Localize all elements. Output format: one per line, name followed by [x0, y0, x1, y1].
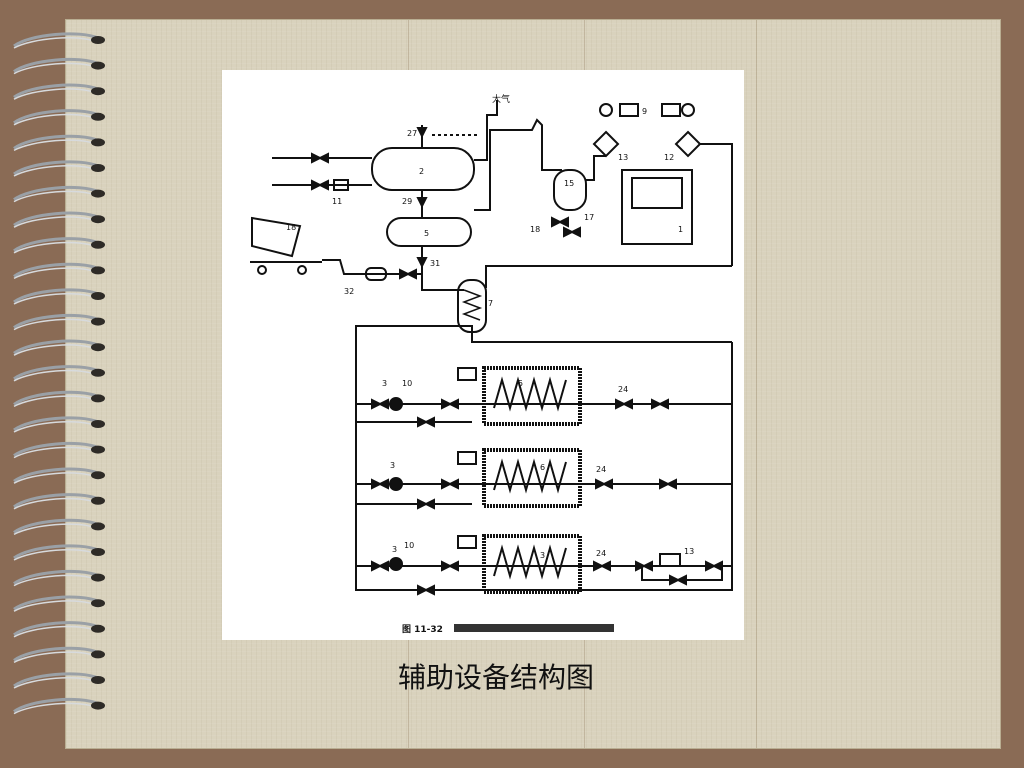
binding-ring [13, 58, 105, 75]
binding-ring [13, 544, 105, 561]
spiral-binding [13, 32, 105, 715]
schematic-figure: 大气 11 2 27 29 5 15 18 17 [222, 70, 744, 640]
binding-ring [13, 595, 105, 612]
binding-ring [13, 570, 105, 587]
svg-text:24: 24 [596, 465, 606, 474]
oil-separator [553, 169, 587, 211]
svg-text:27: 27 [407, 129, 417, 138]
svg-text:6: 6 [540, 463, 545, 472]
binding-ring [13, 32, 105, 49]
svg-text:5: 5 [424, 229, 429, 238]
evaporator-branch-3: 3 3 10 24 13 [356, 534, 732, 596]
binding-ring [13, 365, 105, 382]
svg-text:9: 9 [642, 107, 647, 116]
svg-text:5: 5 [518, 379, 523, 388]
binding-ring [13, 211, 105, 228]
svg-text:3: 3 [390, 461, 395, 470]
refrigerant-cylinder-cart [251, 216, 302, 258]
svg-text:10: 10 [402, 379, 412, 388]
page-fold-line [756, 20, 757, 748]
svg-text:3: 3 [392, 545, 397, 554]
svg-text:10: 10 [404, 541, 414, 550]
intercooler-vessel [386, 217, 472, 247]
binding-ring [13, 698, 105, 715]
svg-text:29: 29 [402, 197, 412, 206]
svg-text:18: 18 [530, 225, 540, 234]
binding-ring [13, 621, 105, 638]
binding-ring [13, 442, 105, 459]
svg-text:2: 2 [419, 167, 424, 176]
svg-text:3: 3 [382, 379, 387, 388]
slide-caption: 辅助设备结构图 [397, 661, 594, 694]
svg-text:17: 17 [584, 213, 594, 222]
svg-text:24: 24 [618, 385, 628, 394]
figure-label: 图 11-32 [402, 624, 443, 635]
svg-text:13: 13 [684, 547, 694, 556]
svg-text:11: 11 [332, 197, 342, 206]
binding-ring [13, 518, 105, 536]
binding-ring [13, 83, 105, 100]
svg-text:15: 15 [564, 179, 574, 188]
svg-text:18: 18 [286, 223, 296, 232]
binding-ring [13, 262, 105, 280]
svg-text:32: 32 [344, 287, 354, 296]
binding-ring [13, 134, 105, 152]
svg-text:3: 3 [540, 551, 545, 560]
binding-ring [13, 109, 105, 126]
figure-title-text-illegible [454, 624, 614, 632]
binding-ring [13, 467, 105, 484]
binding-ring [13, 314, 105, 331]
evaporator-branch-2: 6 3 24 [356, 448, 732, 510]
binding-ring [13, 186, 105, 203]
binding-ring [13, 288, 105, 305]
svg-text:24: 24 [596, 549, 606, 558]
binding-ring [13, 237, 105, 254]
binding-ring [13, 493, 105, 510]
evaporator-branch-1: 5 3 10 24 [356, 366, 732, 428]
binding-ring [13, 390, 105, 408]
svg-text:7: 7 [488, 299, 493, 308]
refrigeration-schematic: 大气 11 2 27 29 5 15 18 17 [250, 93, 733, 635]
binding-ring [13, 672, 105, 689]
svg-text:31: 31 [430, 259, 440, 268]
svg-text:1: 1 [678, 225, 683, 234]
svg-text:12: 12 [664, 153, 674, 162]
svg-text:13: 13 [618, 153, 628, 162]
atmosphere-label: 大气 [492, 93, 510, 105]
binding-ring [13, 416, 105, 433]
heat-exchanger [457, 279, 487, 333]
binding-ring [13, 339, 105, 356]
binding-ring [13, 646, 105, 664]
compressor [621, 169, 693, 245]
binding-ring [13, 160, 105, 177]
